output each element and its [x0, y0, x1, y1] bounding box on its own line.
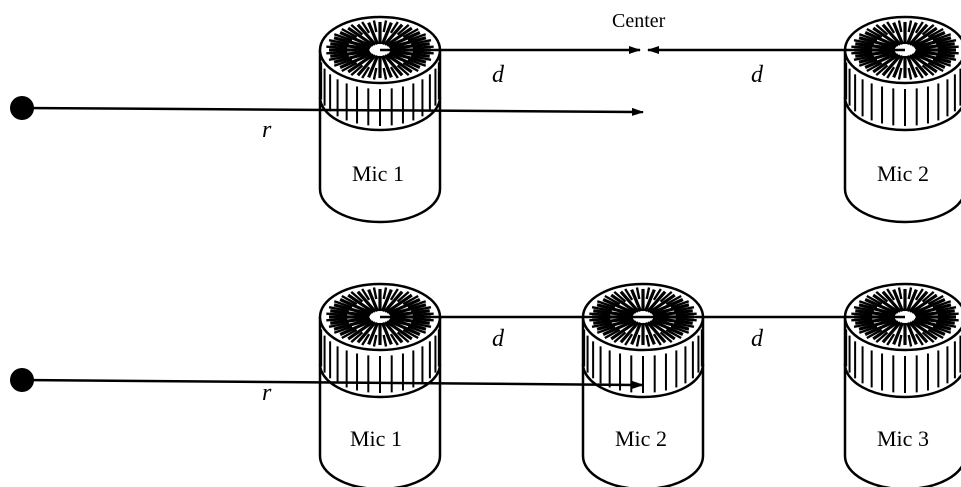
mic-label: Mic 1 [350, 426, 402, 451]
spacing-label: d [751, 62, 764, 88]
distance-label: r [262, 117, 272, 143]
mic-capsule-icon [318, 15, 442, 224]
distance-arrow [21, 378, 644, 389]
mic-capsule-icon [843, 282, 961, 487]
distance-arrow [21, 106, 644, 116]
spacing-label: d [751, 326, 764, 352]
mic-label: Mic 2 [877, 161, 929, 186]
mic-label: Mic 2 [615, 426, 667, 451]
spacing-label: d [492, 62, 505, 88]
mic-capsule-icon [581, 282, 705, 487]
spacing-label: d [492, 326, 505, 352]
mic-capsule-icon [318, 282, 442, 487]
distance-label: r [262, 380, 272, 406]
mic-capsule-icon [843, 15, 961, 224]
mic-label: Mic 3 [877, 426, 929, 451]
mic-label: Mic 1 [352, 161, 404, 186]
center-label: Center [612, 10, 666, 32]
